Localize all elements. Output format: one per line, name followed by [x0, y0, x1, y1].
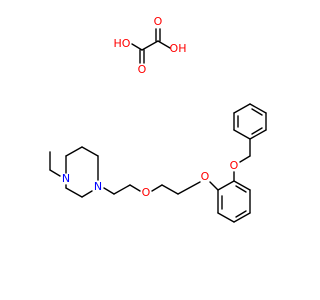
- label-o-benzyloxy: O: [230, 159, 239, 172]
- ring3-inner-2: [251, 108, 263, 116]
- bond-n1-ch2: [49, 169, 61, 177]
- label-n-chain: N: [94, 180, 102, 193]
- bond-o-benzyloxy-ch2: [239, 155, 251, 163]
- ethyl-group: [49, 151, 61, 177]
- label-o-carbonyl-left: O: [138, 63, 147, 76]
- bond-c-c-right: [81, 146, 99, 157]
- ring2-bond-6: [217, 180, 235, 191]
- ring2-bond-2: [217, 212, 235, 223]
- benzyl-group: [233, 103, 267, 163]
- bond-c1-oh: [131, 43, 143, 51]
- bond-n2-c: [81, 190, 93, 198]
- ether-chain: [103, 181, 201, 195]
- atom-labels: HO OH O O N N O O O: [62, 15, 239, 199]
- ring3-bond-4: [249, 103, 267, 114]
- bond-n2-ch2: [103, 187, 115, 195]
- phenoxy-ring: [209, 171, 251, 223]
- ring3-bond-1: [233, 129, 251, 140]
- label-oh-right: OH: [170, 42, 187, 55]
- molecule-canvas: HO OH O O N N O O O: [49, 15, 267, 223]
- piperazine-ring: [65, 146, 99, 198]
- ring2-inner-3: [235, 185, 247, 193]
- bond-c2-oh: [157, 40, 171, 49]
- bond-c-c-bottom: [65, 187, 83, 198]
- label-ho-left: HO: [114, 37, 131, 50]
- ring2-bond-5: [233, 180, 251, 191]
- bond-o-mid-ch2: [151, 184, 163, 192]
- label-o-ether-mid: O: [142, 186, 151, 199]
- label-o-carbonyl-right: O: [154, 15, 163, 28]
- bond-c1-c2: [141, 40, 159, 51]
- ring3-bond-3: [233, 103, 251, 114]
- bond-o-phenoxy-ring: [209, 181, 219, 191]
- label-o-phenoxy: O: [201, 170, 210, 183]
- molecule-structure: HO OH O O N N O O O: [49, 15, 267, 223]
- oxalic-acid: [131, 28, 171, 64]
- ring3-inner-3: [251, 127, 263, 135]
- bond-ch2-ch2-a: [113, 184, 131, 195]
- bond-ch2-o-phenoxy: [177, 181, 201, 195]
- bond-ch2-o-mid: [129, 184, 141, 192]
- ring2-bond-3: [233, 212, 251, 223]
- label-n-ethyl: N: [62, 172, 70, 185]
- bond-ch2-ch2-b: [161, 184, 179, 195]
- ring2-inner-2: [235, 210, 247, 218]
- bond-c-c-top: [65, 146, 83, 157]
- ring3-bond-6: [249, 129, 267, 140]
